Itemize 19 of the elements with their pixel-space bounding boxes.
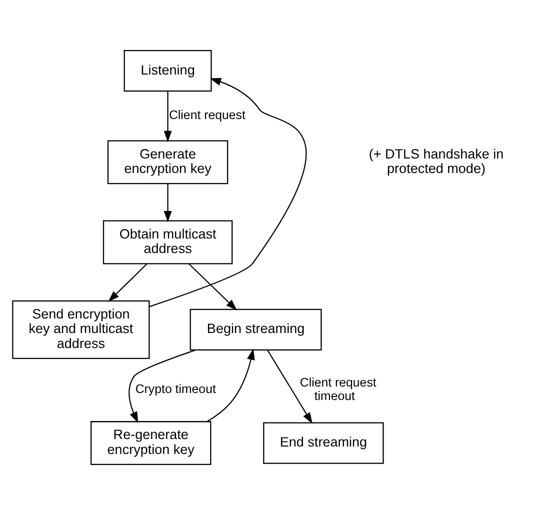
node-box: Generate encryption key <box>107 140 228 184</box>
node-box: Obtain multicast address <box>102 220 233 264</box>
arrow <box>164 90 172 142</box>
node-box: Send encryption key and multicast address <box>12 300 150 359</box>
arrow <box>206 348 255 422</box>
edge-label: Client request timeout <box>300 374 376 402</box>
arrow <box>267 349 312 424</box>
edge-label: Crypto timeout <box>135 382 216 396</box>
label: (+ DTLS handshake in protected mode) <box>368 146 504 176</box>
arrow <box>108 263 148 302</box>
arrow <box>164 183 172 222</box>
node-box: Re-generate encryption key <box>90 420 212 465</box>
edge-label: Client request <box>168 108 246 122</box>
node-box: End streaming <box>263 422 384 464</box>
node-box: Begin streaming <box>190 308 322 350</box>
arrow <box>128 349 196 423</box>
arrow <box>149 77 306 307</box>
arrow <box>188 263 238 310</box>
node-box: Listening <box>124 49 212 92</box>
